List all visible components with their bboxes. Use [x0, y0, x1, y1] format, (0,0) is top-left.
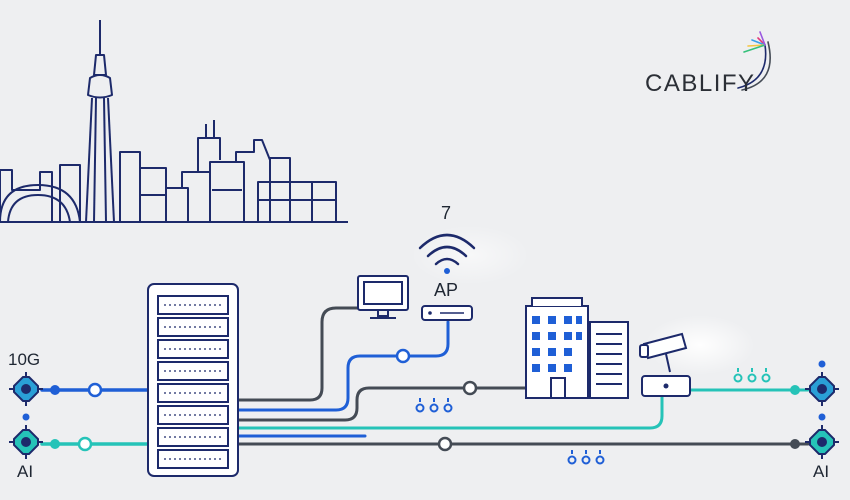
office-building-icon	[525, 297, 629, 399]
link-glyphs	[415, 368, 771, 465]
network-nodes	[9, 360, 839, 459]
glow-spot	[645, 315, 755, 375]
speed-label: 10G	[8, 350, 41, 369]
security-camera-icon	[639, 332, 691, 397]
node-dot	[22, 413, 30, 421]
cable-connector	[87, 382, 103, 398]
cable-endpoint	[50, 385, 60, 395]
link-glyph-blue	[567, 450, 605, 465]
wifi-version-label: 7	[441, 203, 452, 223]
brand-logo-text: CABLIFY	[645, 70, 756, 97]
fiber-cable-icon	[737, 31, 771, 91]
building-windows	[532, 316, 582, 372]
ai-label-left: AI	[17, 462, 34, 481]
network-node-icon	[805, 372, 839, 406]
wifi-icon	[418, 233, 476, 274]
toronto-skyline-icon	[0, 20, 348, 223]
cable-endpoint	[790, 385, 800, 395]
link-glyph-blue	[415, 398, 453, 413]
cable-endpoint	[50, 439, 60, 449]
cable-connector	[462, 380, 478, 396]
node-dot	[818, 413, 826, 421]
cable-to-camera	[236, 395, 664, 430]
cable-connector	[395, 348, 411, 364]
cable-connector	[437, 436, 453, 452]
monitor-icon	[357, 275, 409, 319]
cable-to-monitor	[236, 306, 364, 402]
network-node-icon	[9, 425, 43, 459]
rack-units	[157, 295, 229, 469]
node-dot	[818, 360, 826, 368]
glow-spot	[410, 225, 530, 285]
left-cables	[40, 388, 150, 446]
cable-endpoint	[790, 439, 800, 449]
ap-label: AP	[434, 280, 459, 300]
network-node-icon	[9, 372, 43, 406]
network-node-icon	[805, 425, 839, 459]
cable-to-ap	[236, 320, 450, 412]
access-point-icon	[421, 305, 473, 321]
ai-label-right: AI	[813, 462, 830, 481]
cable-to-building	[236, 386, 528, 422]
link-glyph-teal	[733, 368, 771, 383]
server-rack-icon	[147, 283, 239, 477]
cable-connector	[77, 436, 93, 452]
